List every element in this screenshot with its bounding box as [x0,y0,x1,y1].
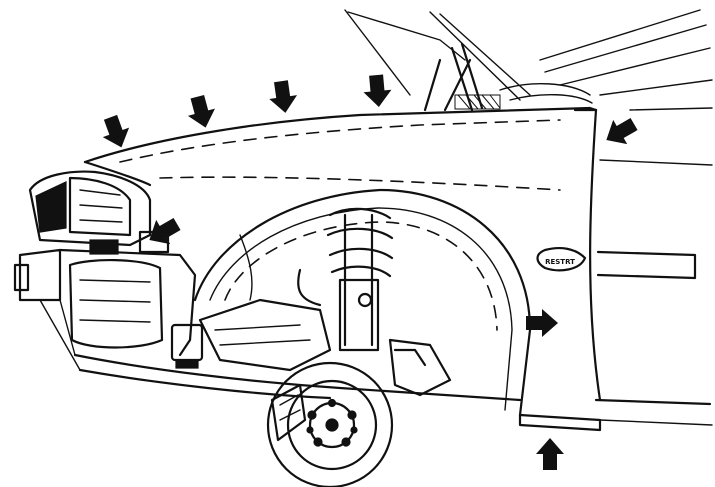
badge-text: RESTRT [545,258,575,266]
open-hood [344,9,713,111]
brake-disc [266,361,394,487]
wheel-arch [193,188,532,417]
arrow-icon [187,94,215,128]
arrow-icon [606,117,638,145]
arrow-icon [363,74,392,107]
arrow-icon [536,438,564,470]
hood-strut [423,42,593,112]
suspension-strut [297,207,394,352]
arrow-markers [102,74,638,470]
engine-components [170,298,452,397]
arrow-icon [149,217,181,245]
front-structure [13,230,522,402]
fender-panel [83,106,713,432]
side-badge: RESTRT [545,258,575,266]
headlamp [28,170,152,247]
arrow-icon [526,309,558,337]
arrow-icon [269,80,298,113]
arrow-icon [102,114,130,148]
